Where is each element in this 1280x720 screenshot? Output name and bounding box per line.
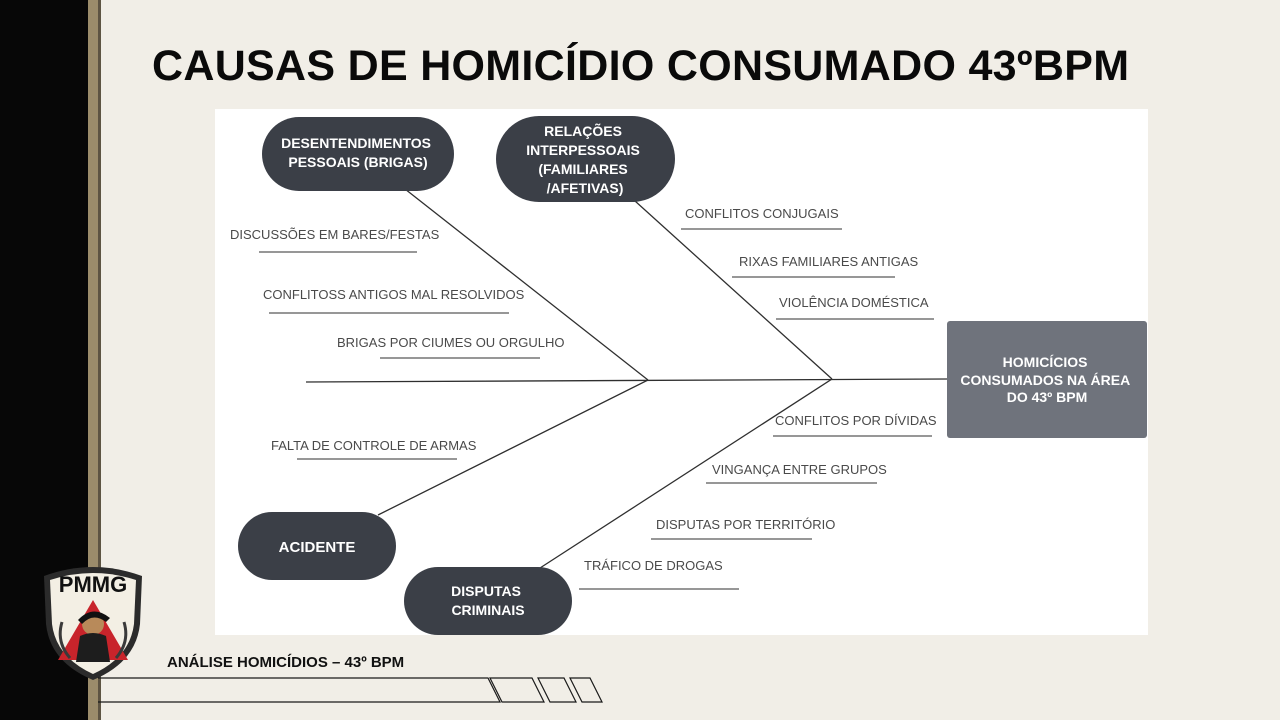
svg-text:FALTA DE CONTROLE DE ARMAS: FALTA DE CONTROLE DE ARMAS	[271, 438, 477, 453]
cause-item: CONFLITOS CONJUGAIS	[681, 206, 842, 230]
cause-item: DISPUTAS POR TERRITÓRIO	[651, 517, 835, 540]
cause-item: TRÁFICO DE DROGAS	[579, 558, 739, 590]
footer-label: ANÁLISE HOMICÍDIOS – 43º BPM	[167, 654, 405, 671]
svg-text:CONFLITOS POR DÍVIDAS: CONFLITOS POR DÍVIDAS	[775, 413, 937, 428]
pmmg-logo: PMMG	[44, 567, 142, 680]
svg-text:ACIDENTE: ACIDENTE	[279, 539, 356, 556]
category-acidente: ACIDENTE	[238, 512, 396, 580]
bone-acidente	[377, 379, 649, 516]
bone-relacoes	[634, 200, 833, 380]
spine-line	[305, 378, 948, 383]
svg-text:CONFLITOS CONJUGAIS: CONFLITOS CONJUGAIS	[685, 206, 839, 221]
effect-box: HOMICÍCIOS CONSUMADOS NA ÁREA DO 43º BPM	[947, 321, 1147, 438]
category-relacoes: RELAÇÕES INTERPESSOAIS (FAMILIARES /AFET…	[496, 116, 675, 202]
slide-title: CAUSAS DE HOMICÍDIO CONSUMADO 43ºBPM	[152, 42, 1130, 90]
svg-text:BRIGAS POR CIUMES OU ORGULHO: BRIGAS POR CIUMES OU ORGULHO	[337, 335, 565, 350]
cause-item: VINGANÇA ENTRE GRUPOS	[706, 462, 887, 484]
left-accent-stripe-inner	[98, 0, 101, 720]
cause-item: FALTA DE CONTROLE DE ARMAS	[271, 438, 477, 460]
logo-text: PMMG	[59, 572, 127, 597]
cause-item: BRIGAS POR CIUMES OU ORGULHO	[337, 335, 565, 359]
svg-text:HOMICÍCIOS CONSUMADOS: HOMICÍCIOS CONSUMADOS NA ÁREA DO 43º BPM	[960, 354, 1133, 405]
svg-text:DESENTENDIMENTOS PESSO: DESENTENDIMENTOS PESSOAIS (BRIGAS)	[281, 135, 435, 170]
bone-disputas	[539, 378, 833, 569]
cause-item: CONFLITOSS ANTIGOS MAL RESOLVIDOS	[263, 287, 525, 314]
cause-item: RIXAS FAMILIARES ANTIGAS	[732, 254, 918, 278]
cause-item: CONFLITOS POR DÍVIDAS	[773, 413, 937, 437]
bone-desentendimentos	[404, 188, 649, 381]
svg-text:RIXAS FAMILIARES ANTIGAS: RIXAS FAMILIARES ANTIGAS	[739, 254, 918, 269]
svg-text:TRÁFICO DE DROGAS: TRÁFICO DE DROGAS	[584, 558, 723, 573]
cause-item: DISCUSSÕES EM BARES/FESTAS	[230, 227, 440, 253]
svg-text:DISPUTAS CRIMINAIS: DISPUTAS CRIMINAIS	[451, 583, 525, 618]
fishbone-panel: DESENTENDIMENTOS PESSOAIS (BRIGAS) RELAÇ…	[215, 109, 1148, 635]
fishbone-diagram: DESENTENDIMENTOS PESSOAIS (BRIGAS) RELAÇ…	[230, 116, 1147, 635]
svg-text:CONFLITOSS ANTIGOS MAL RESOLVI: CONFLITOSS ANTIGOS MAL RESOLVIDOS	[263, 287, 525, 302]
svg-text:DISPUTAS POR TERRITÓRIO: DISPUTAS POR TERRITÓRIO	[656, 517, 835, 532]
svg-text:DISCUSSÕES EM BARES/FESTAS: DISCUSSÕES EM BARES/FESTAS	[230, 227, 440, 242]
category-disputas: DISPUTAS CRIMINAIS	[404, 567, 572, 635]
cause-item: VIOLÊNCIA DOMÉSTICA	[776, 295, 934, 320]
left-accent-stripe	[88, 0, 98, 720]
category-desentendimentos: DESENTENDIMENTOS PESSOAIS (BRIGAS)	[262, 117, 454, 191]
svg-text:VINGANÇA ENTRE GRUPOS: VINGANÇA ENTRE GRUPOS	[712, 462, 887, 477]
svg-text:VIOLÊNCIA DOMÉSTICA: VIOLÊNCIA DOMÉSTICA	[779, 295, 929, 310]
svg-text:RELAÇÕES INTERPESSOAIS: RELAÇÕES INTERPESSOAIS (FAMILIARES /AFET…	[526, 122, 643, 196]
footer-decoration	[98, 677, 603, 703]
